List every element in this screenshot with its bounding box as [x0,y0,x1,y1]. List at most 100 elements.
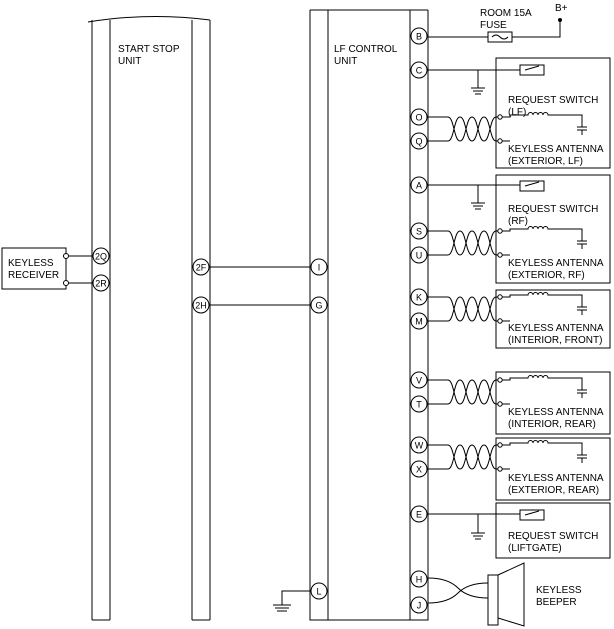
wire-e [428,513,520,540]
request-switch-liftgate-label-1: REQUEST SWITCH [508,531,598,542]
pin-h: H [410,570,428,588]
pin-b: B [410,27,428,45]
pin-o-label: O [415,113,422,123]
pin-j-label: J [417,601,422,611]
pin-q-label: Q [415,137,422,147]
antenna-coil-icon-0 [502,112,587,142]
pin-2h-label: 2H [195,301,207,311]
keyless-beeper-label-2: BEEPER [536,597,577,608]
request-switch-lf-label-1: REQUEST SWITCH [508,95,598,106]
pin-m-label: M [415,317,423,327]
pin-j: J [410,596,428,614]
keyless-receiver: KEYLESS RECEIVER [1,247,69,290]
pin-2f-label: 2F [196,263,207,273]
keyless-beeper-label-1: KEYLESS [536,585,582,596]
pin-c: C [410,61,428,79]
antenna-coils [502,112,587,470]
antenna-int-rear-label-2: (INTERIOR, REAR) [508,419,596,430]
pin-w: W [410,436,428,454]
antenna-coil-icon-3 [502,375,587,405]
pin-i: I [310,258,328,276]
ground-l [273,590,310,612]
request-switch-rf-label-1: REQUEST SWITCH [508,204,598,215]
antenna-coil-icon-4 [502,440,587,470]
request-switch-lf-label-2: (LF) [508,107,526,118]
pin-q: Q [410,132,428,150]
pin-l-label: L [316,587,321,597]
pin-2h: 2H [192,296,210,314]
pin-2r: 2R [92,274,110,292]
pin-e: E [410,505,428,523]
pin-x: X [410,460,428,478]
pin-g: G [310,296,328,314]
component-boxes [495,57,611,559]
antenna-coil-icon-2 [502,292,587,322]
keyless-receiver-label-1: KEYLESS [8,258,54,269]
component-labels: REQUEST SWITCH (LF) KEYLESS ANTENNA (EXT… [508,95,604,608]
twisted-pair-3 [428,377,503,407]
pin-e-label: E [416,510,422,520]
receiver-pins: 2Q 2R [92,247,110,292]
pin-2r-label: 2R [95,279,107,289]
fuse-label-1: ROOM 15A [480,8,532,19]
start-stop-pins: 2F 2H [192,258,210,314]
request-switch-liftgate-label-2: (LIFTGATE) [508,543,562,554]
fuse-label-2: FUSE [480,20,507,31]
wire-c [428,69,520,95]
start-stop-label-1: START STOP [118,44,180,55]
pin-u: U [410,246,428,264]
pin-a-label: A [416,181,422,191]
pin-c-label: C [416,66,423,76]
twisted-pairs [428,114,503,472]
start-stop-unit: START STOP UNIT [87,15,211,621]
antenna-int-front-label-1: KEYLESS ANTENNA [508,323,604,334]
request-switch-icons [519,64,545,521]
beeper-icon [427,562,525,627]
pin-l: L [310,582,328,600]
antenna-ext-lf-label-2: (EXTERIOR, LF) [508,156,583,167]
wire-a [428,184,520,210]
pin-g-label: G [315,301,322,311]
pin-v: V [410,371,428,389]
lf-left-pins: I G L [310,258,328,600]
power-circuit: B+ ROOM 15A FUSE [428,3,568,43]
antenna-ext-rf-label-2: (EXTERIOR, RF) [508,270,585,281]
antenna-coil-icon-1 [502,226,587,256]
twisted-pair-0 [428,114,503,144]
pin-v-label: V [416,376,422,386]
antenna-ext-rf-label-1: KEYLESS ANTENNA [508,258,604,269]
pin-x-label: X [416,465,422,475]
pin-u-label: U [416,251,423,261]
twisted-pair-4 [428,442,503,472]
pin-a: A [410,176,428,194]
pin-t: T [410,395,428,413]
lf-control-label-1: LF CONTROL [334,44,398,55]
pin-w-label: W [415,441,424,451]
lf-right-pins: B C O Q A S U K M V T W X E H J [410,27,428,614]
pin-2f: 2F [192,258,210,276]
keyless-receiver-label-2: RECEIVER [8,270,59,281]
pin-k-label: K [416,293,422,303]
antenna-int-rear-label-1: KEYLESS ANTENNA [508,407,604,418]
pin-t-label: T [416,400,422,410]
antenna-ext-lf-label-1: KEYLESS ANTENNA [508,144,604,155]
pin-b-label: B [416,32,422,42]
pin-s: S [410,222,428,240]
antenna-int-front-label-2: (INTERIOR, FRONT) [508,335,602,346]
antenna-ext-rear-label-2: (EXTERIOR, REAR) [508,485,599,496]
request-switch-rf-label-2: (RF) [508,216,528,227]
twisted-pair-1 [428,228,503,258]
pin-s-label: S [416,227,422,237]
pin-2q: 2Q [92,247,110,265]
lf-control-unit: LF CONTROL UNIT [309,9,429,621]
pin-o: O [410,108,428,126]
antenna-ext-rear-label-1: KEYLESS ANTENNA [508,473,604,484]
pin-i-label: I [318,263,321,273]
pin-m: M [410,312,428,330]
lf-control-label-2: UNIT [334,56,357,67]
pin-k: K [410,288,428,306]
pin-2q-label: 2Q [95,252,107,262]
bplus-label: B+ [555,3,568,14]
pin-h-label: H [416,575,423,585]
